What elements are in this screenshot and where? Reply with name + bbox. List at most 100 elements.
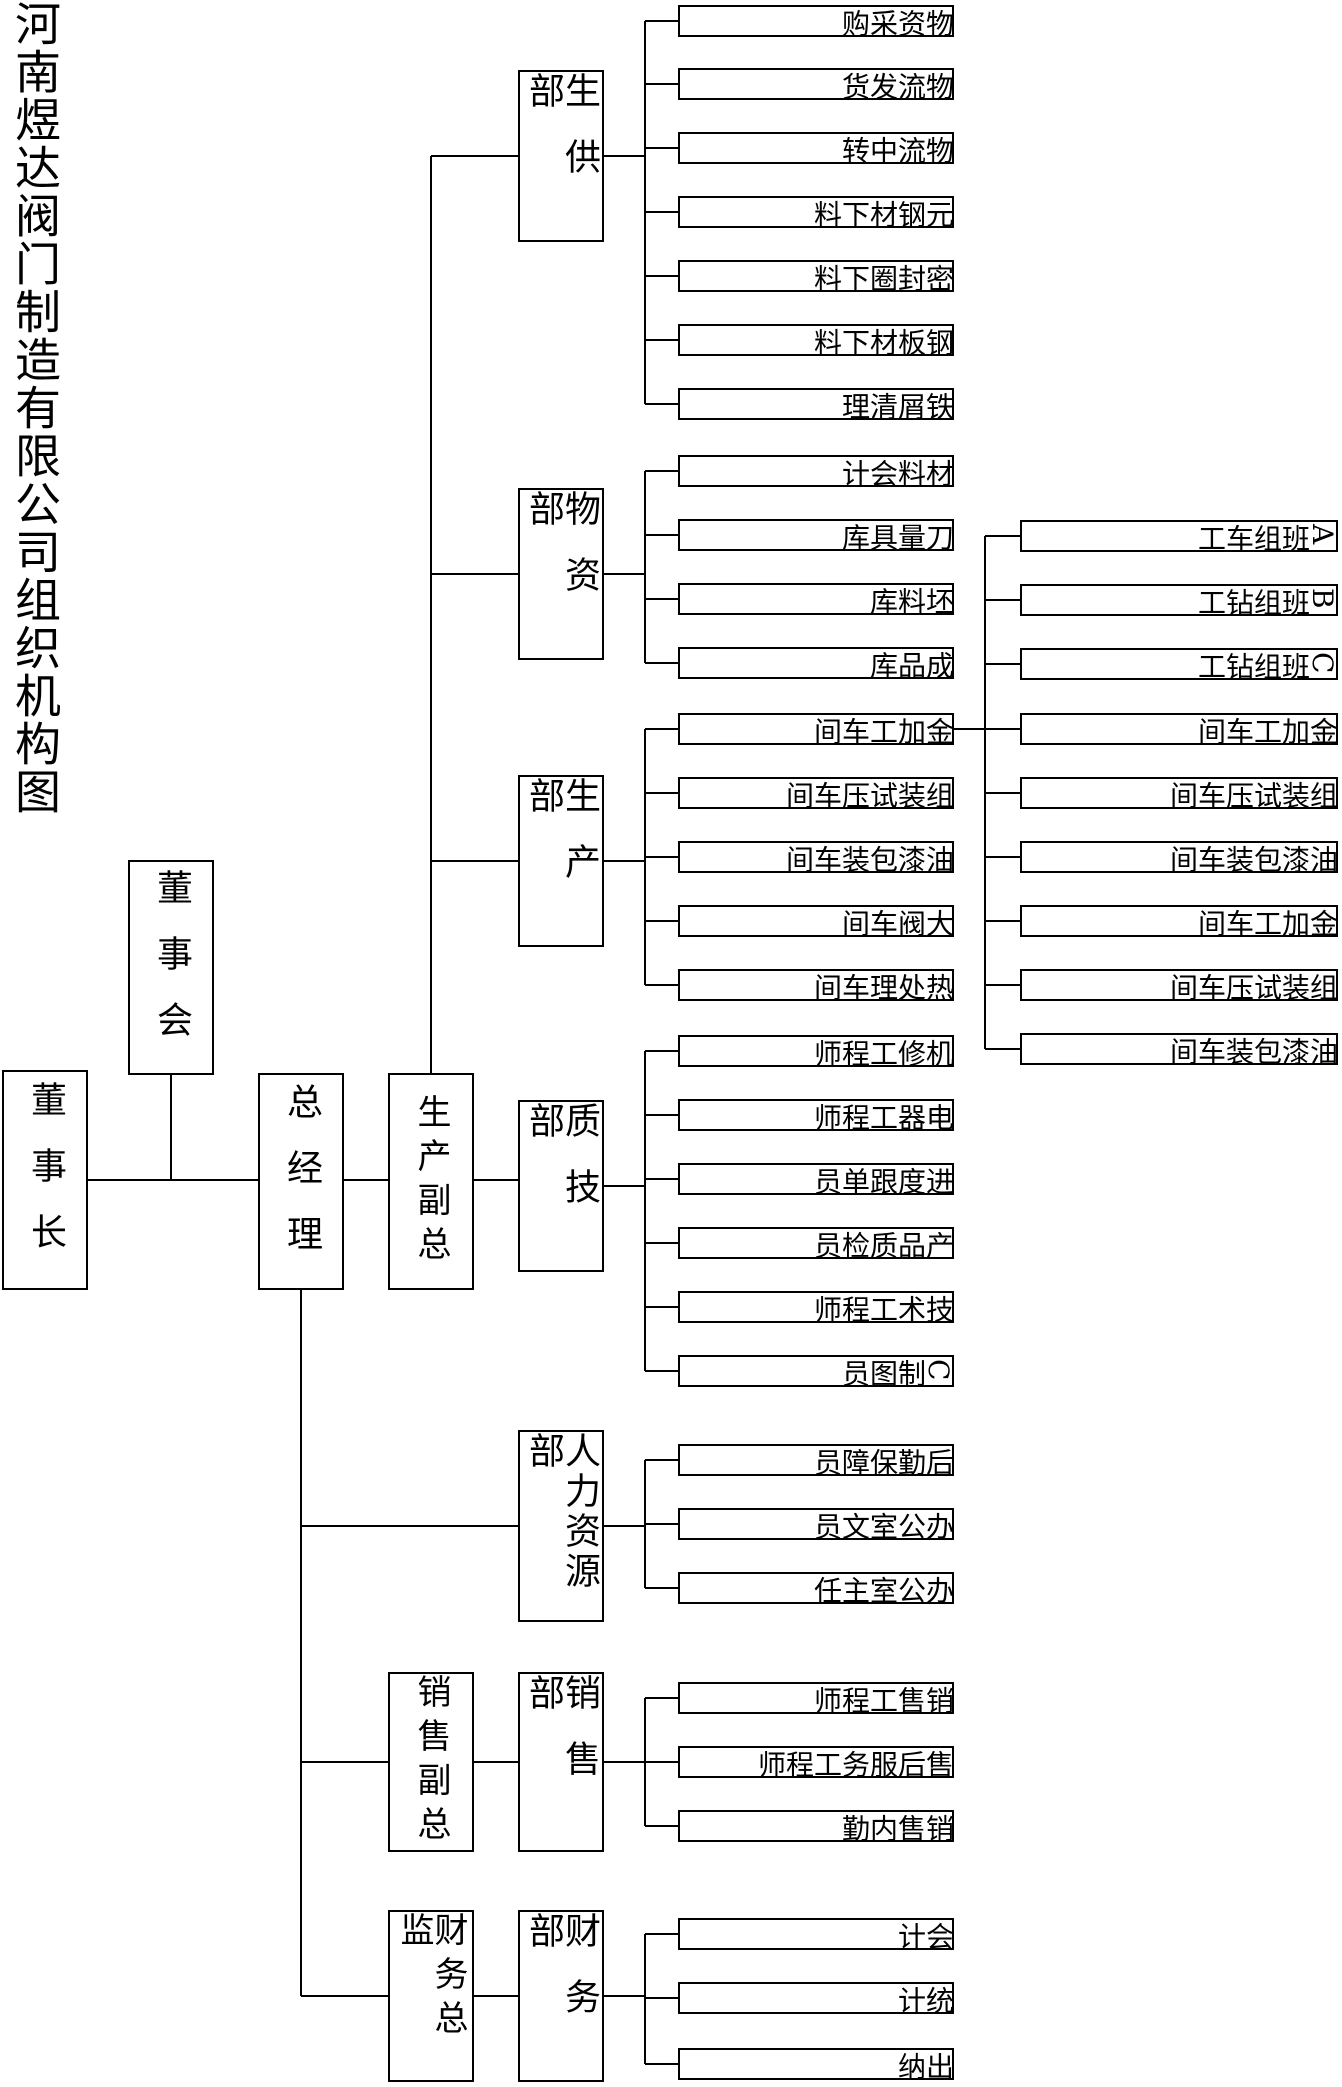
- dept-supply-item-label: 物流发货: [838, 72, 954, 100]
- dept-production-item-label: 组装试压车间: [782, 781, 954, 809]
- workshop-sub-item: 金加工车间: [1020, 905, 1338, 937]
- dept-supply: 生供部: [518, 70, 604, 242]
- workshop-sub-item: 金加工车间: [1020, 713, 1338, 745]
- workshop-sub-item-label: 油漆包装车间: [1166, 1037, 1338, 1065]
- dept-supply-item-label: 元钢材下料: [810, 200, 954, 228]
- dept-production-item-label: 热处理车间: [810, 973, 954, 1001]
- dept-materials-label: 物资部: [523, 490, 600, 622]
- dept-quality-item-label: 技术工程师: [810, 1295, 954, 1323]
- dept-hr-item-label: 后勤保障员: [810, 1448, 954, 1476]
- dept-sales-item-label: 销售工程师: [810, 1686, 954, 1714]
- dept-supply-item: 钢板材下料: [678, 324, 954, 356]
- dept-finance: 财务部: [518, 1910, 604, 2082]
- dept-supply-item-label: 铁屑清理: [838, 392, 954, 420]
- dept-production-item: 金加工车间: [678, 713, 954, 745]
- dept-finance-item: 统计: [678, 1982, 954, 2014]
- dept-supply-item-label: 钢板材下料: [810, 328, 954, 356]
- dept-sales: 销售部: [518, 1672, 604, 1852]
- workshop-sub-item-label: 金加工车间: [1194, 717, 1338, 745]
- dept-materials-item-label: 坯料库: [866, 587, 954, 615]
- dept-hr-item: 后勤保障员: [678, 1444, 954, 1476]
- dept-materials-item-label: 成品库: [866, 651, 954, 679]
- dept-supply-item-label: 物流中转: [838, 136, 954, 164]
- production-vp-label: 生产副总: [411, 1093, 451, 1270]
- dept-supply-item: 物流发货: [678, 68, 954, 100]
- dept-supply-item: 铁屑清理: [678, 388, 954, 420]
- dept-materials-item-label: 材料会计: [838, 459, 954, 487]
- dept-sales-item-label: 售后服务工程师: [754, 1750, 954, 1778]
- dept-sales-item: 销售内勤: [678, 1810, 954, 1842]
- workshop-sub-item: 油漆包装车间: [1020, 1033, 1338, 1065]
- dept-production-item: 组装试压车间: [678, 777, 954, 809]
- dept-hr-item-label: 办公室主任: [810, 1576, 954, 1604]
- dept-quality-item-label: CAD制图员: [838, 1359, 952, 1387]
- dept-quality-item-label: 机修工程师: [810, 1039, 954, 1067]
- chairman-box: 董事长: [2, 1070, 88, 1290]
- dept-quality-item-label: 电器工程师: [810, 1103, 954, 1131]
- dept-quality: 质技部: [518, 1100, 604, 1272]
- dept-production-item: 大阀车间: [678, 905, 954, 937]
- workshop-sub-item: A班组车工: [1020, 520, 1338, 552]
- dept-sales-item: 销售工程师: [678, 1682, 954, 1714]
- dept-quality-item: 技术工程师: [678, 1291, 954, 1323]
- dept-supply-label: 生供部: [523, 72, 600, 204]
- dept-sales-item: 售后服务工程师: [678, 1746, 954, 1778]
- dept-finance-item-label: 会计: [894, 1922, 954, 1950]
- board-label: 董事会: [151, 868, 192, 1067]
- workshop-sub-item: 油漆包装车间: [1020, 841, 1338, 873]
- dept-quality-item: CAD制图员: [678, 1355, 954, 1387]
- dept-finance-item: 出纳: [678, 2048, 954, 2080]
- dept-materials: 物资部: [518, 488, 604, 660]
- dept-quality-item-label: 进度跟单员: [810, 1167, 954, 1195]
- dept-quality-item: 进度跟单员: [678, 1163, 954, 1195]
- dept-finance-item: 会计: [678, 1918, 954, 1950]
- dept-materials-item: 成品库: [678, 647, 954, 679]
- dept-production-item: 热处理车间: [678, 969, 954, 1001]
- dept-supply-item-label: 密封圈下料: [810, 264, 954, 292]
- chairman-label: 董事长: [25, 1081, 66, 1279]
- dept-finance-item-label: 出纳: [894, 2052, 954, 2080]
- dept-hr-item-label: 办公室文员: [810, 1512, 954, 1540]
- dept-materials-item-label: 刀量具库: [838, 523, 954, 551]
- dept-supply-item: 物流中转: [678, 132, 954, 164]
- dept-finance-item-label: 统计: [894, 1986, 954, 2014]
- workshop-sub-item: 组装试压车间: [1020, 777, 1338, 809]
- dept-production-label: 生产部: [523, 777, 600, 909]
- dept-production-item-label: 油漆包装车间: [782, 845, 954, 873]
- finance-director-box: 财务总监: [388, 1910, 474, 2082]
- dept-quality-label: 质技部: [523, 1102, 600, 1234]
- dept-supply-item: 元钢材下料: [678, 196, 954, 228]
- dept-production-item-label: 大阀车间: [838, 909, 954, 937]
- dept-materials-item: 刀量具库: [678, 519, 954, 551]
- production-vp-box: 生产副总: [388, 1073, 474, 1290]
- chart-title: 河南煜达阀门制造有限公司组织机构图: [8, 0, 62, 816]
- dept-hr-label: 人力资源部: [523, 1432, 600, 1592]
- sales-vp-box: 销售副总: [388, 1672, 474, 1852]
- dept-quality-item: 电器工程师: [678, 1099, 954, 1131]
- board-box: 董事会: [128, 860, 214, 1075]
- workshop-sub-item: C班组钻工: [1020, 648, 1338, 680]
- dept-sales-item-label: 销售内勤: [838, 1814, 954, 1842]
- dept-materials-item: 材料会计: [678, 455, 954, 487]
- workshop-sub-item: B班组钻工: [1020, 584, 1338, 616]
- workshop-sub-item: 组装试压车间: [1020, 969, 1338, 1001]
- dept-supply-item: 物资采购: [678, 5, 954, 37]
- workshop-sub-item-label: 油漆包装车间: [1166, 845, 1338, 873]
- workshop-sub-item-label: A班组车工: [1194, 524, 1338, 552]
- workshop-sub-item-label: B班组钻工: [1194, 588, 1338, 616]
- workshop-sub-item-label: 组装试压车间: [1166, 973, 1338, 1001]
- dept-hr-item: 办公室文员: [678, 1508, 954, 1540]
- dept-hr-item: 办公室主任: [678, 1572, 954, 1604]
- general-manager-box: 总经理: [258, 1073, 344, 1290]
- finance-director-label: 财务总监: [394, 1912, 468, 2044]
- dept-finance-label: 财务部: [523, 1912, 600, 2044]
- dept-sales-label: 销售部: [523, 1674, 600, 1806]
- dept-supply-item: 密封圈下料: [678, 260, 954, 292]
- dept-supply-item-label: 物资采购: [838, 9, 954, 37]
- workshop-sub-item-label: 组装试压车间: [1166, 781, 1338, 809]
- dept-quality-item-label: 产品质检员: [810, 1231, 954, 1259]
- sales-vp-label: 销售副总: [411, 1674, 451, 1850]
- dept-hr: 人力资源部: [518, 1430, 604, 1622]
- dept-quality-item: 机修工程师: [678, 1035, 954, 1067]
